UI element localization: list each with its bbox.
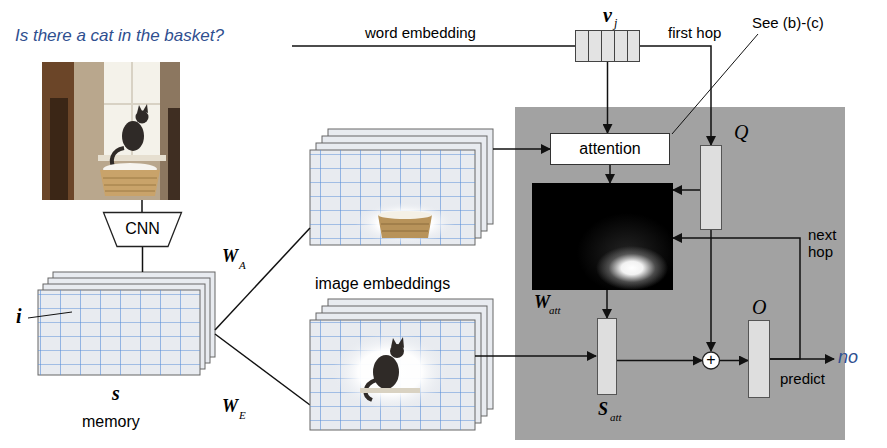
node-label: memory [82,413,140,431]
cnn-block: CNN [103,212,182,247]
node-label: W [534,292,550,313]
photo-basket-weave [103,178,157,191]
wire [215,334,310,405]
node-label: S [598,399,608,420]
sum-node: + [702,351,720,370]
photo-window [104,62,160,157]
leader-line [672,34,758,134]
photo-cat-body [122,121,144,151]
attention-box: attention [550,133,670,165]
edge-label: next hop [808,226,848,261]
question: Is there a cat in the basket? [15,26,224,46]
weight-symbol: W [222,246,238,267]
cat-crop-ear [391,338,397,347]
trapezoid-outline [104,213,182,247]
photo-cat-ear [143,104,148,113]
node-label: Q [734,121,748,144]
node-label: image embeddings [315,275,450,293]
node-label: CNN [125,220,160,238]
photo-basket [100,170,160,196]
wire-label: word embedding [365,24,476,41]
node-label: att [549,304,561,317]
output-vector: O [748,320,770,398]
embedding-stack [310,299,493,430]
feature-grid [310,320,475,430]
wire [292,45,575,47]
feature-sheet [310,150,475,245]
connector [720,360,748,362]
wire [141,200,143,212]
callout-note: See (b)-(c) [752,14,824,31]
connector [142,247,144,272]
memory-stack [28,272,215,375]
connector [215,228,310,330]
embedding-stack: image embeddings [310,129,493,245]
edge-label: first hop [668,24,721,41]
photo-fireplace [50,98,68,200]
cat-crop-sill [360,388,420,393]
node-label: att [610,411,622,424]
feature-grid [310,150,475,245]
photo-wall-shadow [160,62,180,200]
connector [673,238,800,359]
memory-stack: smemory [38,272,215,375]
photo-cat-ear [137,105,142,113]
connector [493,148,550,150]
connector [673,189,700,191]
attention-halo [332,332,448,412]
photo-mantel [42,62,74,200]
cat-crop-ear [398,337,404,348]
connector [617,360,702,362]
cat-crop-body [373,355,399,389]
connector [606,290,608,318]
node-label: v [603,4,612,27]
node-label: attention [579,140,640,158]
photo-wall [42,62,180,200]
query-vector: Q [700,145,722,230]
photo-chair [168,108,180,200]
weight-subscript: E [239,409,246,422]
attended-vector: Satt [597,318,617,395]
connector [609,165,611,183]
output-label: predict [780,370,825,387]
photo-sill [98,155,166,161]
connector [607,62,609,133]
connector [640,46,711,145]
photo-window-frame [104,103,160,105]
basket-weave [381,224,429,231]
node-label: + [706,351,715,369]
weight-symbol: W [222,396,238,417]
node-label: j [614,17,617,31]
leader-line [28,312,72,318]
answer: no [838,347,858,368]
node-label: O [752,296,766,319]
connector [710,230,712,351]
weight-subscript: A [239,259,246,272]
attention-panel [515,107,845,440]
embedding-stack [310,129,493,245]
node-label: s [112,382,120,405]
feature-sheet [38,290,200,375]
attention-map: Watt [532,183,673,290]
attention-halo [355,202,455,244]
photo [42,62,180,212]
feature-grid [38,290,200,375]
word-vector: vj [575,30,640,62]
feature-sheet [310,320,475,430]
circle-outline [703,352,720,369]
wire [475,355,596,357]
callout-symbol: i [16,305,22,328]
basket-cloth [378,211,432,219]
